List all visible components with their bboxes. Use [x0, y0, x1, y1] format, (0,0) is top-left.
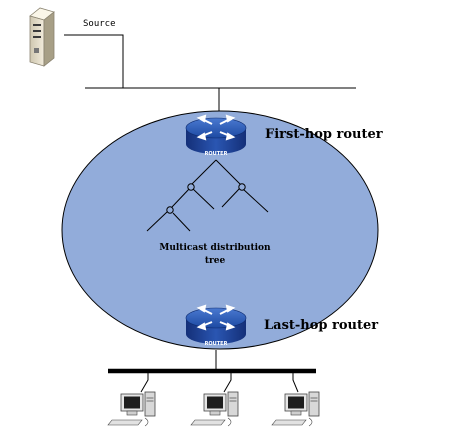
network-cloud	[61, 110, 379, 350]
router-badge-top: ROUTER	[205, 151, 228, 157]
receiver-host-2-icon	[190, 391, 239, 427]
server-icon	[29, 7, 55, 67]
receiver-host-1-icon	[107, 391, 156, 427]
receiver-host-3-icon	[271, 391, 320, 427]
distribution-tree-label: Multicast distribution tree	[150, 242, 280, 268]
last-hop-router-label: Last-hop router	[264, 318, 379, 333]
host-link-2	[223, 371, 232, 393]
host-link-1	[140, 371, 149, 393]
router-badge-bottom: ROUTER	[205, 341, 228, 347]
last-hop-router-icon: ROUTER	[185, 305, 247, 347]
source-label: Source	[83, 19, 116, 29]
host-link-3	[292, 371, 299, 393]
first-hop-router-icon: ROUTER	[185, 115, 247, 157]
distribution-tree	[146, 159, 269, 232]
first-hop-router-label: First-hop router	[265, 127, 383, 142]
tree-label-line1: Multicast distribution	[159, 243, 271, 253]
tree-label-line2: tree	[204, 256, 226, 266]
source-link	[64, 34, 124, 88]
